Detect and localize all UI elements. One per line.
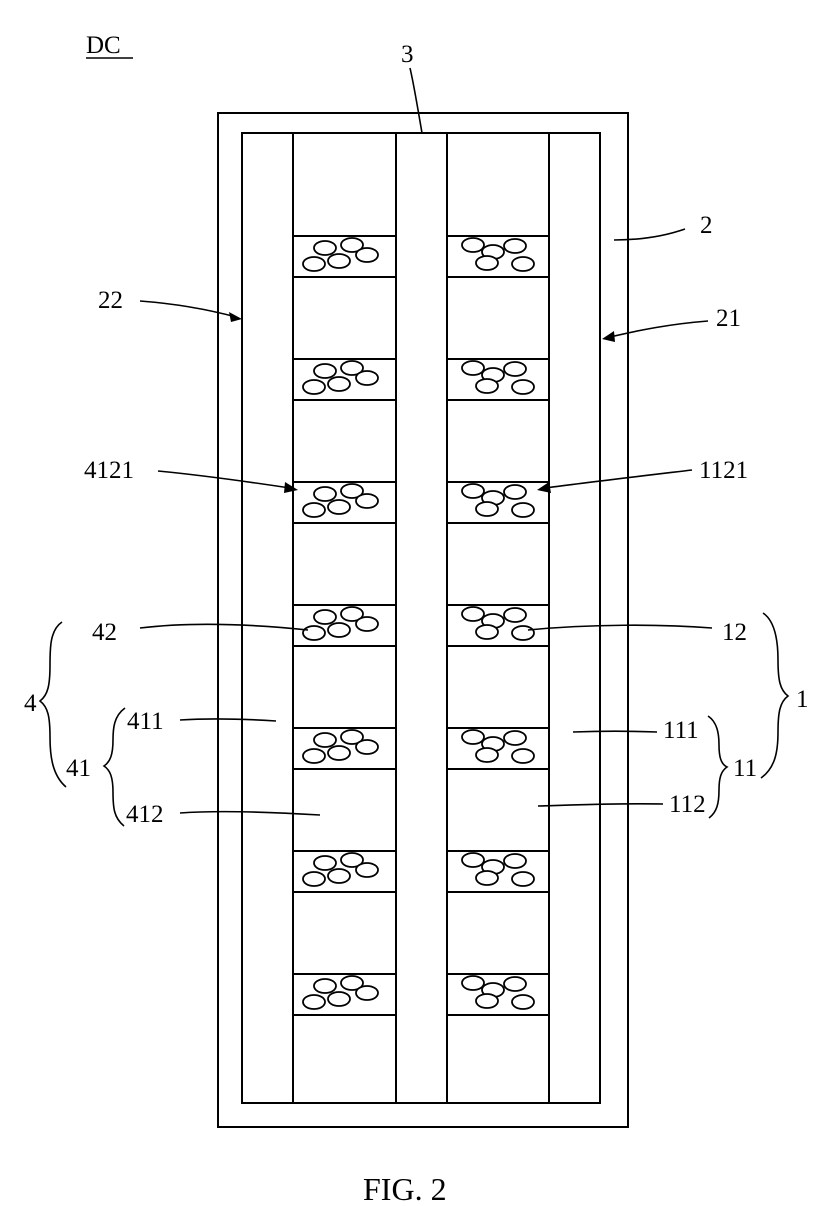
particle-ellipse — [462, 976, 484, 990]
particle-ellipse — [314, 610, 336, 624]
leader-111 — [573, 731, 657, 732]
particle-ellipse — [462, 730, 484, 744]
leader-411 — [180, 719, 276, 721]
particle-ellipse — [356, 863, 378, 877]
particle-ellipse — [476, 256, 498, 270]
label-22: 22 — [98, 287, 123, 314]
label-42: 42 — [92, 619, 117, 646]
particle-ellipse — [328, 254, 350, 268]
particle-ellipse — [314, 733, 336, 747]
particle-ellipse — [504, 854, 526, 868]
brace-11 — [708, 716, 727, 818]
particle-ellipse — [303, 872, 325, 886]
particle-ellipse — [476, 502, 498, 516]
leader-3 — [410, 68, 422, 133]
particle-ellipse — [356, 617, 378, 631]
particle-ellipse — [303, 257, 325, 271]
brace-1 — [761, 613, 788, 778]
particle-ellipse — [314, 979, 336, 993]
label-2: 2 — [700, 212, 713, 239]
particle-ellipse — [356, 248, 378, 262]
particle-ellipse — [356, 494, 378, 508]
particle-ellipse — [303, 380, 325, 394]
particle-ellipse — [328, 992, 350, 1006]
particle-ellipse — [476, 871, 498, 885]
particle-ellipse — [462, 853, 484, 867]
particle-ellipse — [328, 746, 350, 760]
label-112: 112 — [669, 791, 706, 818]
outer-frame-2 — [218, 113, 628, 1127]
particle-ellipse — [504, 608, 526, 622]
corner-label-dc: DC — [86, 32, 121, 59]
particle-ellipse — [462, 607, 484, 621]
label-411: 411 — [127, 708, 164, 735]
particle-ellipse — [303, 995, 325, 1009]
label-1121: 1121 — [699, 457, 748, 484]
particle-ellipse — [328, 377, 350, 391]
label-21: 21 — [716, 305, 741, 332]
label-1: 1 — [796, 686, 809, 713]
particle-ellipse — [504, 485, 526, 499]
particle-ellipse — [314, 241, 336, 255]
particle-ellipse — [476, 625, 498, 639]
particle-ellipse — [462, 361, 484, 375]
particle-ellipse — [504, 239, 526, 253]
particle-ellipse — [356, 371, 378, 385]
particle-ellipse — [328, 623, 350, 637]
particle-blocks — [293, 236, 549, 1015]
particle-ellipse — [462, 238, 484, 252]
brace-41 — [104, 708, 125, 826]
particle-ellipse — [328, 500, 350, 514]
label-11: 11 — [733, 755, 757, 782]
leader-2 — [614, 229, 685, 240]
particle-ellipse — [303, 503, 325, 517]
particle-ellipse — [512, 503, 534, 517]
particle-ellipse — [314, 364, 336, 378]
label-4121: 4121 — [84, 457, 134, 484]
leader-12 — [528, 625, 712, 630]
particle-ellipse — [512, 872, 534, 886]
particle-ellipse — [504, 977, 526, 991]
particle-ellipse — [462, 484, 484, 498]
leader-42 — [140, 624, 308, 630]
arrowhead-22 — [229, 312, 242, 322]
particle-ellipse — [512, 380, 534, 394]
particle-ellipse — [512, 257, 534, 271]
particle-ellipse — [504, 362, 526, 376]
particle-ellipse — [512, 626, 534, 640]
particle-ellipse — [314, 487, 336, 501]
arrow-21 — [610, 321, 708, 337]
particle-ellipse — [356, 740, 378, 754]
label-3: 3 — [401, 41, 414, 68]
particle-ellipse — [314, 856, 336, 870]
arrow-4121 — [158, 471, 290, 488]
particle-ellipse — [476, 748, 498, 762]
arrowhead-21 — [602, 331, 615, 342]
particle-ellipse — [356, 986, 378, 1000]
arrow-1121 — [545, 470, 692, 488]
particle-ellipse — [303, 626, 325, 640]
brace-4 — [40, 622, 66, 787]
particle-ellipse — [476, 994, 498, 1008]
leader-412 — [180, 812, 320, 815]
particle-ellipse — [504, 731, 526, 745]
arrow-22 — [140, 301, 236, 317]
label-111: 111 — [663, 717, 699, 744]
particle-ellipse — [512, 749, 534, 763]
particle-ellipse — [328, 869, 350, 883]
label-12: 12 — [722, 619, 747, 646]
label-412: 412 — [126, 801, 164, 828]
figure-caption: FIG. 2 — [363, 1171, 447, 1206]
label-41: 41 — [66, 755, 91, 782]
particle-ellipse — [476, 379, 498, 393]
label-4: 4 — [24, 690, 37, 717]
particle-ellipse — [512, 995, 534, 1009]
particle-ellipse — [303, 749, 325, 763]
